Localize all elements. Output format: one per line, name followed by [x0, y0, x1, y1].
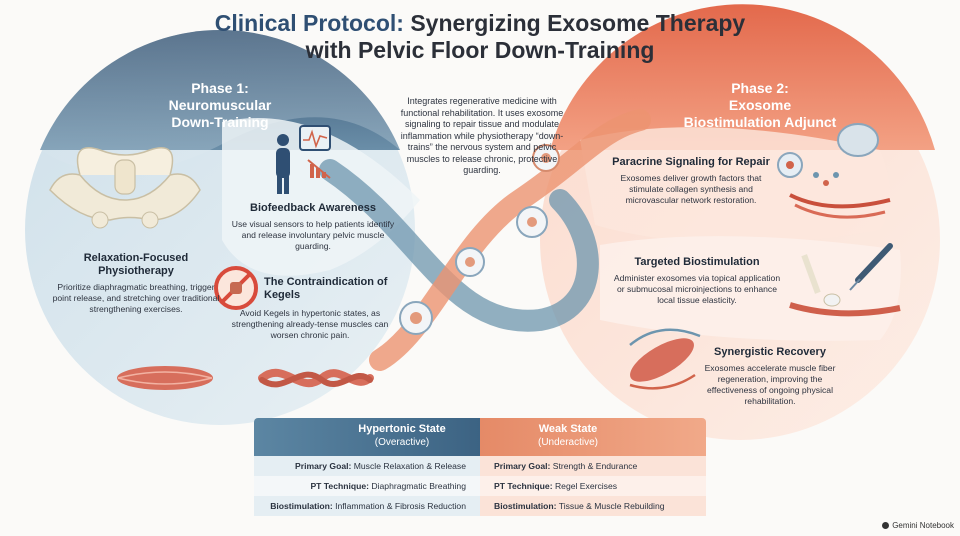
exosome-cell-icon	[516, 206, 548, 238]
row-label: Primary Goal:	[295, 461, 352, 471]
phase2-lens	[580, 127, 890, 244]
phase1-lens	[222, 118, 420, 276]
kegels-block: The Contraindication of Kegels Avoid Keg…	[220, 276, 400, 341]
synergy-heading: Synergistic Recovery	[714, 346, 826, 358]
exosome-cell-icon	[532, 144, 560, 172]
row-value: Diaphragmatic Breathing	[369, 481, 466, 491]
regenerating-muscle-icon	[629, 328, 701, 390]
syringe-icon	[789, 243, 901, 317]
targeted-heading: Targeted Biostimulation	[634, 256, 760, 268]
hypertonic-subtitle: (Overactive)	[374, 437, 430, 448]
hypertonic-header: Hypertonic State (Overactive)	[254, 418, 480, 456]
row-value: Muscle Relaxation & Release	[351, 461, 466, 471]
row-label: PT Technique:	[310, 481, 370, 491]
table-cell: PT Technique: Regel Exercises	[480, 476, 706, 496]
row-label: Biostimulation:	[270, 501, 333, 511]
table-cell: Biostimulation: Inflammation & Fibrosis …	[254, 496, 480, 516]
title-rest: Synergizing Exosome Therapy	[403, 10, 746, 36]
table-cell: PT Technique: Diaphragmatic Breathing	[254, 476, 480, 496]
paracrine-block: Paracrine Signaling for Repair Exosomes …	[604, 156, 778, 206]
title-line2: with Pelvic Floor Down-Training	[305, 37, 655, 63]
biofeedback-block: Biofeedback Awareness Use visual sensors…	[226, 202, 400, 252]
pelvis-icon	[49, 147, 201, 229]
relaxation-heading: Relaxation-Focused Physiotherapy	[83, 252, 189, 277]
targeted-block: Targeted Biostimulation Administer exoso…	[612, 256, 782, 306]
watermark: Gemini Notebook	[882, 521, 954, 530]
table-row: PT Technique: Diaphragmatic Breathing PT…	[254, 476, 706, 496]
title-accent: Clinical Protocol:	[214, 10, 404, 36]
notebook-logo-icon	[882, 522, 890, 529]
weak-title: Weak State	[538, 423, 598, 435]
relaxation-block: Relaxation-Focused Physiotherapy Priorit…	[48, 252, 224, 315]
exosome-cell-icon	[455, 247, 485, 277]
row-value: Inflammation & Fibrosis Reduction	[332, 501, 466, 511]
hypertonic-title: Hypertonic State	[358, 423, 446, 435]
row-label: Primary Goal:	[494, 461, 551, 471]
knotted-muscle-icon	[258, 368, 374, 388]
watermark-text: Gemini Notebook	[892, 521, 954, 530]
intro-text: Integrates regenerative medicine with fu…	[400, 96, 564, 175]
synergy-text: Exosomes accelerate muscle fiber regener…	[704, 363, 836, 406]
row-value: Regel Exercises	[552, 481, 618, 491]
paracrine-heading: Paracrine Signaling for Repair	[612, 156, 770, 168]
row-value: Tissue & Muscle Rebuilding	[556, 501, 665, 511]
paracrine-text: Exosomes deliver growth factors that sti…	[620, 173, 762, 205]
paracrine-signaling-icon	[777, 123, 891, 219]
table-row: Primary Goal: Muscle Relaxation & Releas…	[254, 456, 706, 476]
comparison-table: Hypertonic State (Overactive) Weak State…	[254, 418, 706, 518]
biofeedback-text: Use visual sensors to help patients iden…	[231, 219, 395, 251]
biofeedback-heading: Biofeedback Awareness	[250, 202, 376, 214]
no-kegels-icon	[214, 266, 258, 310]
table-cell: Biostimulation: Tissue & Muscle Rebuildi…	[480, 496, 706, 516]
targeted-text: Administer exosomes via topical applicat…	[613, 273, 781, 305]
phase1-title: Phase 1: Neuromuscular Down-Training	[168, 80, 272, 130]
kegels-text: Avoid Kegels in hypertonic states, as st…	[231, 308, 389, 340]
connecting-ribbon-blue	[319, 159, 599, 332]
table-cell: Primary Goal: Strength & Endurance	[480, 456, 706, 476]
relaxation-text: Prioritize diaphragmatic breathing, trig…	[52, 282, 220, 314]
kegels-heading: The Contraindication of Kegels	[264, 276, 388, 301]
table-row: Biostimulation: Inflammation & Fibrosis …	[254, 496, 706, 516]
row-value: Strength & Endurance	[550, 461, 638, 471]
biofeedback-monitor-icon	[276, 125, 331, 194]
muscle-fiber-icon	[117, 366, 213, 390]
weak-header: Weak State (Underactive)	[480, 418, 706, 456]
table-cell: Primary Goal: Muscle Relaxation & Releas…	[254, 456, 480, 476]
row-label: Biostimulation:	[494, 501, 557, 511]
page-title: Clinical Protocol: Synergizing Exosome T…	[0, 10, 960, 64]
phase2-title: Phase 2: Exosome Biostimulation Adjunct	[683, 80, 837, 130]
weak-subtitle: (Underactive)	[537, 437, 599, 448]
synergy-block: Synergistic Recovery Exosomes accelerate…	[696, 346, 844, 407]
exosome-cell-icon	[399, 301, 433, 335]
row-label: PT Technique:	[494, 481, 553, 491]
